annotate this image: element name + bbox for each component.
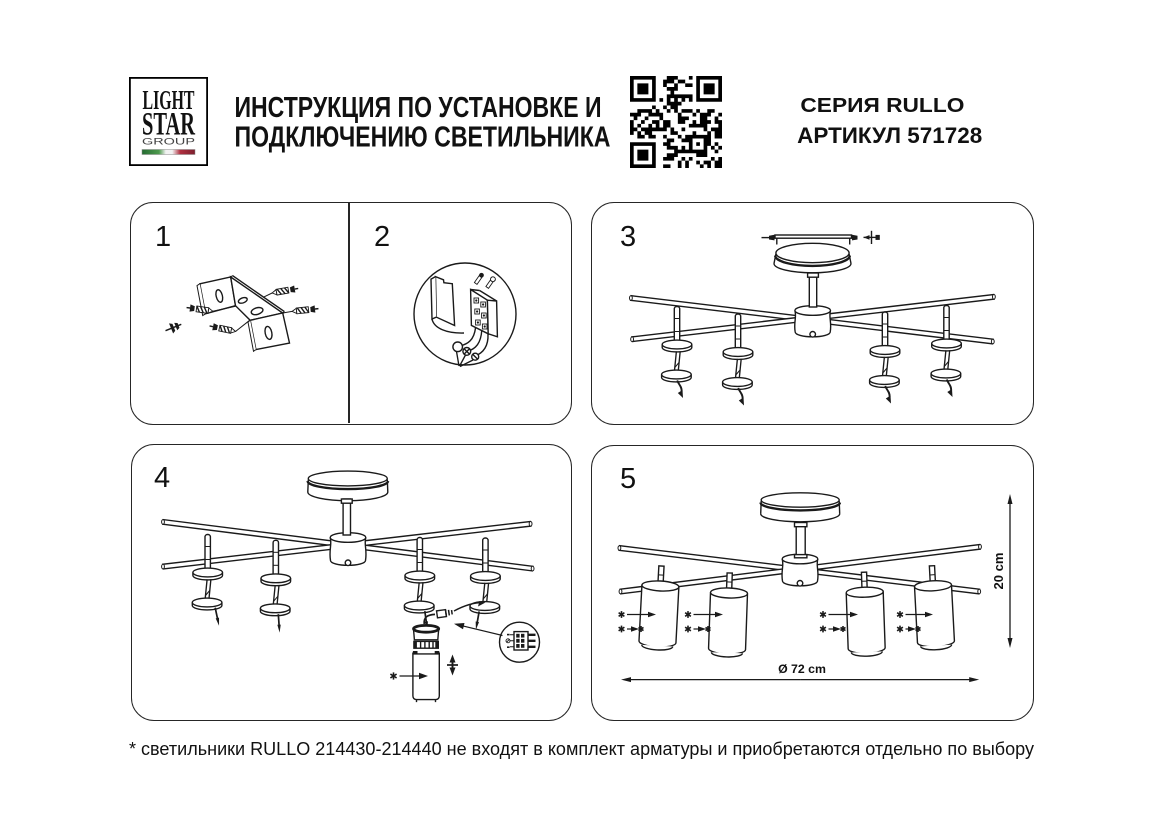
svg-text:* светильники RULLO 214430-214: * светильники RULLO 214430-214440 не вхо… bbox=[129, 739, 1034, 759]
svg-text:LIGHT: LIGHT bbox=[143, 84, 195, 115]
svg-text:СЕРИЯ RULLO: СЕРИЯ RULLO bbox=[800, 95, 964, 117]
svg-text:20 cm: 20 cm bbox=[991, 553, 1006, 590]
svg-text:Ø 72 cm: Ø 72 cm bbox=[778, 662, 826, 676]
svg-text:STAR: STAR bbox=[142, 107, 195, 143]
svg-text:GROUP: GROUP bbox=[142, 137, 195, 147]
svg-text:ПОДКЛЮЧЕНИЮ СВЕТИЛЬНИКА: ПОДКЛЮЧЕНИЮ СВЕТИЛЬНИКА bbox=[235, 122, 611, 154]
svg-text:АРТИКУЛ 571728: АРТИКУЛ 571728 bbox=[797, 123, 982, 148]
svg-text:ИНСТРУКЦИЯ ПО УСТАНОВКЕ И: ИНСТРУКЦИЯ ПО УСТАНОВКЕ И bbox=[235, 92, 602, 124]
